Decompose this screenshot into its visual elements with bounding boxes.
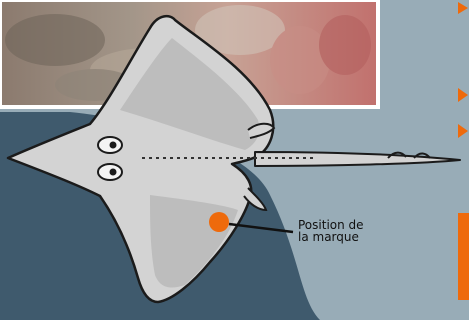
bullet-arrow-icon bbox=[458, 124, 468, 138]
eye-bottom bbox=[98, 164, 122, 180]
bullet-arrow-icon bbox=[458, 2, 468, 14]
ray-tail bbox=[255, 152, 460, 166]
tag-position-dot bbox=[209, 212, 229, 232]
tag-position-label: Position de la marque bbox=[298, 219, 364, 243]
tag-position-label-line2: la marque bbox=[298, 231, 364, 243]
orange-side-bar bbox=[458, 213, 469, 300]
eye-top bbox=[98, 137, 122, 153]
bullet-arrow-icon bbox=[458, 88, 468, 102]
